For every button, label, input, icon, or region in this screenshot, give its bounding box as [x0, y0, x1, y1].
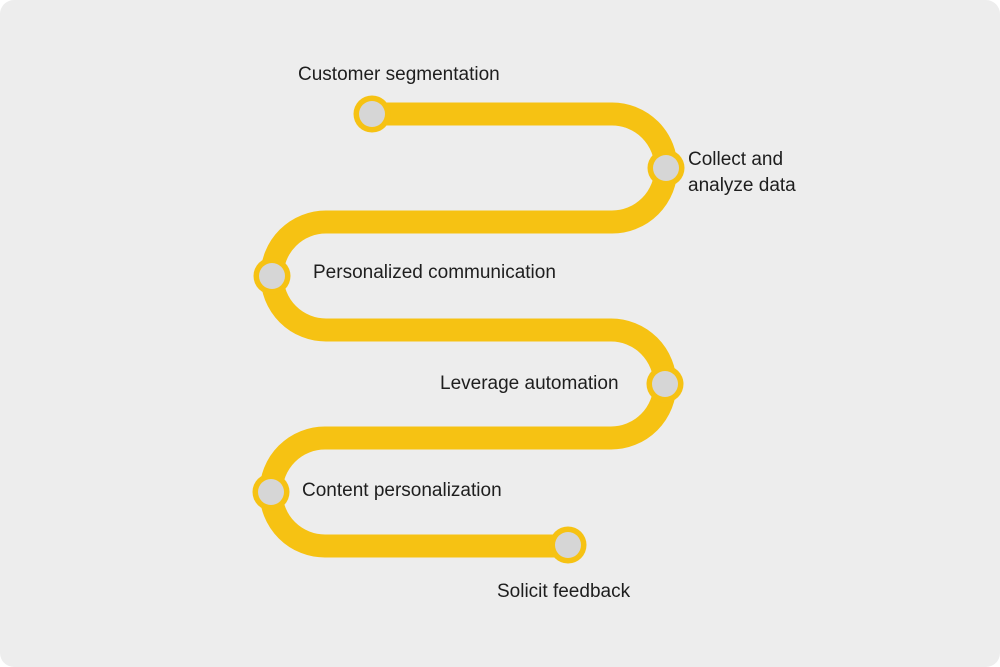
step-label-solicit-feedback: Solicit feedback: [497, 581, 631, 602]
step-node-3-dot: [259, 263, 285, 289]
step-node-5-dot: [258, 479, 284, 505]
step-label-personalized-communication: Personalized communication: [313, 262, 556, 283]
step-node-1-dot: [359, 101, 385, 127]
step-label-content-personalization: Content personalization: [302, 480, 502, 501]
step-node-4: [646, 365, 684, 403]
step-node-6-dot: [555, 532, 581, 558]
process-path: [259, 102, 678, 558]
step-label-collect-and-analyze-data: Collect and analyze data: [688, 149, 796, 196]
step-node-2: [647, 149, 685, 187]
step-node-6: [549, 526, 587, 564]
step-node-3: [253, 257, 291, 295]
step-node-5: [252, 473, 290, 511]
step-label-leverage-automation: Leverage automation: [440, 373, 619, 394]
step-node-2-dot: [653, 155, 679, 181]
step-label-customer-segmentation: Customer segmentation: [298, 64, 500, 85]
step-node-4-dot: [652, 371, 678, 397]
step-node-1: [353, 95, 391, 133]
